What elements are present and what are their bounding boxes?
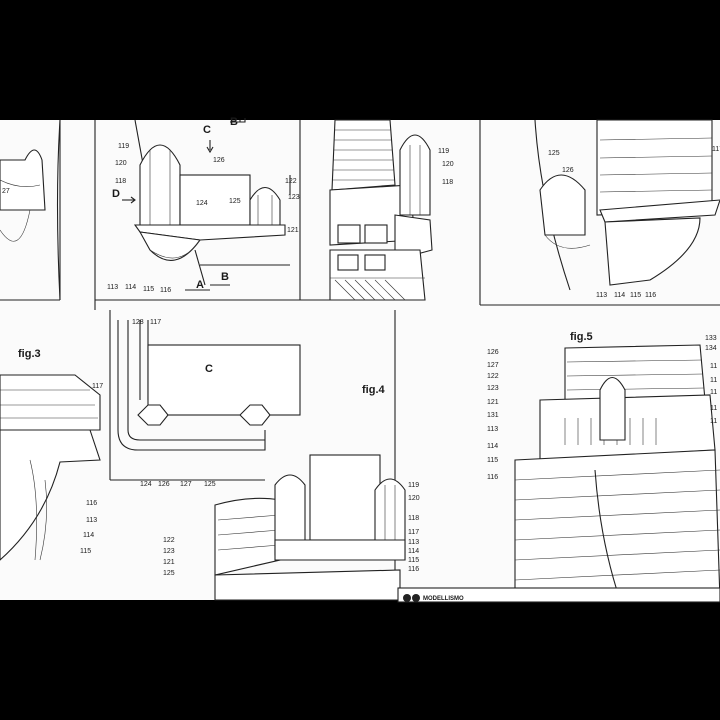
section-letter-b: B — [221, 271, 229, 283]
label: 115 — [143, 286, 154, 293]
label: 115 — [630, 292, 641, 299]
label: 115 — [80, 548, 91, 555]
section-letter-a: A — [196, 279, 204, 291]
section-letter-d: D — [112, 188, 120, 200]
label: 126 — [213, 157, 225, 164]
panel-2-stern-elevation: 119 120 118 — [329, 119, 454, 301]
label: 115 — [487, 457, 498, 464]
panel-6-fig4: fig.4 119 120 118 117 113 114 115 116 12… — [163, 384, 420, 601]
label: 11 — [710, 405, 717, 412]
label: 114 — [487, 443, 498, 450]
label: 114 — [125, 284, 136, 291]
label: 120 — [442, 161, 454, 168]
panel-0-detail: 27 — [0, 119, 61, 301]
label: 116 — [408, 566, 419, 573]
label: 11 — [710, 389, 717, 396]
label: 126 — [158, 481, 170, 488]
label: 113 — [86, 517, 97, 524]
label: 114 — [83, 532, 94, 539]
panel-3-side-view: 125 126 117 113 114 115 116 — [534, 119, 720, 299]
label: 123 — [487, 385, 499, 392]
label: 113 — [487, 426, 498, 433]
section-letter-c: C — [205, 363, 213, 375]
panel-5-fig3: fig.3 117 116 113 114 115 — [0, 348, 103, 561]
label: 113 — [107, 284, 118, 291]
label: 134 — [705, 345, 717, 352]
label: 11 — [710, 418, 717, 425]
panel-borders — [0, 120, 720, 600]
section-letter-c: C — [203, 124, 211, 136]
figure-label: fig.4 — [362, 384, 385, 396]
figure-label: fig.3 — [18, 348, 41, 360]
label: 118 — [115, 178, 126, 185]
label: 125 — [229, 198, 241, 205]
label: 124 — [196, 200, 208, 207]
label: 128 — [132, 319, 144, 326]
label: 117 — [712, 146, 720, 153]
label: 113 — [408, 539, 419, 546]
label: 121 — [287, 227, 299, 234]
label: 124 — [140, 481, 152, 488]
section-letter-b: B — [230, 116, 238, 128]
label: 117 — [92, 383, 103, 390]
label: 122 — [163, 537, 175, 544]
label: 113 — [596, 292, 607, 299]
label: 119 — [438, 148, 449, 155]
label: 118 — [408, 515, 419, 522]
label: 133 — [705, 335, 717, 342]
panel-1-stern-gallery: C B D A B 119 120 118 126 124 122 123 12… — [107, 116, 300, 294]
label: 121 — [163, 559, 175, 566]
figure-label: fig.5 — [570, 331, 593, 343]
label: 120 — [408, 495, 420, 502]
label: 119 — [118, 143, 129, 150]
label: 11 — [710, 363, 717, 370]
label: 125 — [548, 150, 560, 157]
label: 126 — [562, 167, 574, 174]
label: 27 — [2, 188, 10, 195]
label: 121 — [487, 399, 499, 406]
label: 116 — [86, 500, 97, 507]
label: 131 — [487, 412, 499, 419]
label: 120 — [115, 160, 127, 167]
label: 125 — [163, 570, 175, 577]
label: 115 — [408, 557, 419, 564]
label: 123 — [288, 194, 300, 201]
label: 119 — [408, 482, 419, 489]
label: 11 — [710, 377, 717, 384]
label: 116 — [160, 287, 171, 294]
label: 114 — [614, 292, 625, 299]
label: 116 — [645, 292, 656, 299]
label: 118 — [442, 179, 453, 186]
label: 116 — [487, 474, 498, 481]
label: 127 — [180, 481, 192, 488]
label: 125 — [204, 481, 216, 488]
label: 114 — [408, 548, 419, 555]
label: 126 — [487, 349, 499, 356]
brand-name: MODELLISMO — [423, 596, 464, 602]
label: 117 — [408, 529, 419, 536]
panel-7-fig5: fig.5 126 127 122 123 121 131 113 114 11… — [487, 331, 720, 601]
label: 122 — [285, 178, 297, 185]
label: 122 — [487, 373, 499, 380]
label: 117 — [150, 319, 161, 326]
label: 127 — [487, 362, 499, 369]
label: 123 — [163, 548, 175, 555]
panel-4-section-c: C 128 117 124 126 127 125 — [117, 319, 301, 488]
brand-strip: MODELLISMO — [397, 587, 720, 603]
